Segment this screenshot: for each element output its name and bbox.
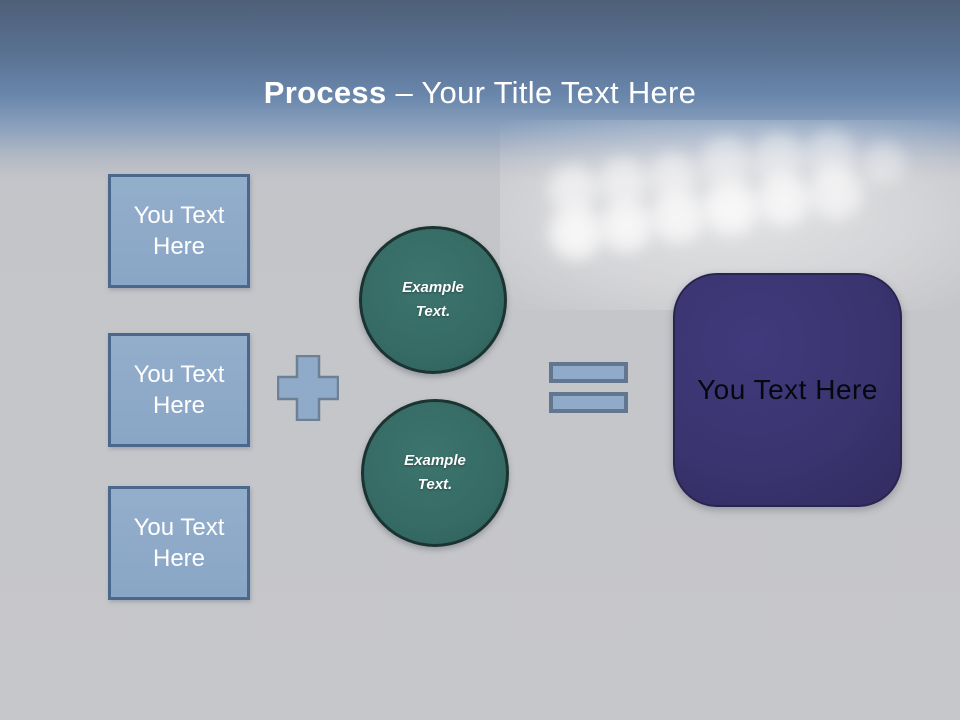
- spotlight-glow: [804, 161, 868, 225]
- example-circle-1-label: Example Text.: [402, 279, 464, 320]
- result-box[interactable]: You Text Here: [673, 273, 902, 507]
- spotlight-glow: [647, 186, 709, 248]
- slide-title-rest: – Your Title Text Here: [395, 74, 697, 110]
- input-box-2-label: You Text Here: [133, 361, 225, 419]
- example-circle-2-label: Example Text.: [404, 452, 466, 493]
- spotlight-glow: [544, 201, 608, 265]
- input-box-1[interactable]: You Text Here: [108, 174, 250, 288]
- input-box-3-label: You Text Here: [133, 514, 225, 572]
- equals-bar-top: [549, 362, 628, 383]
- spotlight-glow: [749, 128, 809, 188]
- slide-title[interactable]: Process– Your Title Text Here: [0, 75, 960, 111]
- result-box-label: You Text Here: [697, 374, 878, 405]
- plus-icon[interactable]: [276, 354, 340, 422]
- input-box-1-label: You Text Here: [133, 202, 225, 260]
- equals-icon[interactable]: [549, 362, 628, 413]
- spotlight-glow: [696, 132, 756, 192]
- input-box-2[interactable]: You Text Here: [108, 333, 250, 447]
- spotlight-glow: [595, 195, 657, 257]
- spotlight-glow: [594, 153, 652, 211]
- example-circle-2[interactable]: Example Text.: [361, 399, 509, 547]
- spotlight-glow: [699, 176, 763, 240]
- spotlight-glow: [753, 169, 815, 231]
- example-circle-1[interactable]: Example Text.: [359, 226, 507, 374]
- spotlight-glow: [858, 137, 910, 189]
- spotlight-glow: [645, 148, 701, 204]
- equals-bar-bottom: [549, 392, 628, 413]
- input-box-3[interactable]: You Text Here: [108, 486, 250, 600]
- spotlight-glow: [801, 125, 861, 185]
- slide-title-keyword: Process: [263, 74, 387, 110]
- spotlight-glow: [543, 160, 603, 220]
